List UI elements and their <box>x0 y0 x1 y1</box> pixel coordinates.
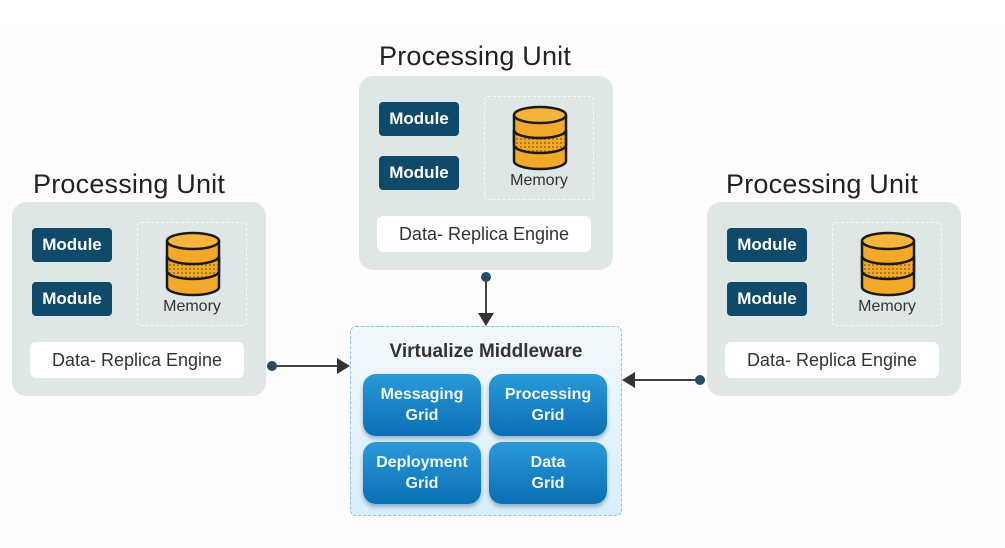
module-top-2: Module <box>379 156 459 190</box>
processing-unit-title-right: Processing Unit <box>726 169 919 199</box>
grid-label-line1: Data <box>530 454 566 471</box>
module-left-1: Module <box>32 228 112 262</box>
module-left-2: Module <box>32 282 112 316</box>
module-right-1: Module <box>727 228 807 262</box>
database-icon <box>165 231 221 297</box>
middleware-title: Virtualize Middleware <box>389 341 583 362</box>
grid-label-line2: Grid <box>405 407 439 424</box>
processing-unit-right: Module Module Memory Data- Replica Engin… <box>707 202 961 396</box>
arrowhead-left-icon <box>622 372 635 388</box>
replica-engine-right: Data- Replica Engine <box>725 342 939 378</box>
grid-label-line2: Grid <box>531 407 565 424</box>
memory-box-right: Memory <box>832 222 942 326</box>
grid-label-line1: Messaging <box>380 386 464 403</box>
memory-label-right: Memory <box>858 298 916 315</box>
connector-top <box>478 272 494 326</box>
replica-engine-top: Data- Replica Engine <box>377 216 591 252</box>
arrowhead-down-icon <box>478 313 494 326</box>
grid-label-line1: Deployment <box>376 454 468 471</box>
processing-unit-title-left: Processing Unit <box>33 169 226 199</box>
connector-right <box>622 372 705 388</box>
grid-label-line1: Processing <box>504 386 592 403</box>
database-icon <box>512 105 568 171</box>
arrowhead-right-icon <box>337 358 350 374</box>
processing-unit-left: Module Module Memory Data- Replica Engin… <box>12 202 266 396</box>
connector-left <box>267 358 350 374</box>
database-icon <box>860 231 916 297</box>
grid-label-line2: Grid <box>531 475 565 492</box>
memory-label-top: Memory <box>510 172 568 189</box>
memory-box-top: Memory <box>484 96 594 200</box>
module-top-1: Module <box>379 102 459 136</box>
replica-engine-left: Data- Replica Engine <box>30 342 244 378</box>
memory-box-left: Memory <box>137 222 247 326</box>
processing-unit-top: Module Module Memory Data- Replica Engin… <box>359 76 613 270</box>
memory-label-left: Memory <box>163 298 221 315</box>
module-right-2: Module <box>727 282 807 316</box>
processing-unit-title-top: Processing Unit <box>379 41 572 71</box>
grid-label-line2: Grid <box>405 475 439 492</box>
